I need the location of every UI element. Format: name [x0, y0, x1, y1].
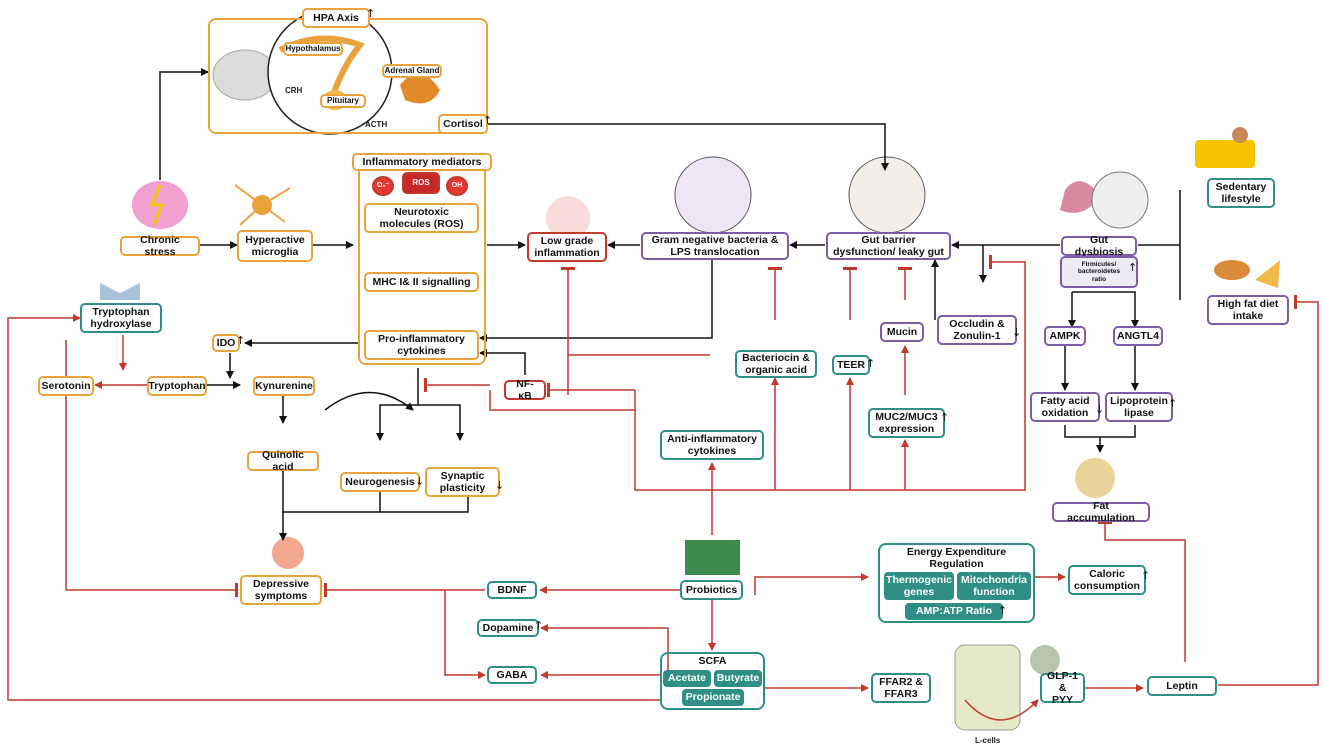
activation-arrows	[159, 68, 1181, 541]
crh-label: CRH	[285, 86, 303, 95]
occludin-zonulin-node: Occludin & Zonulin-1	[937, 315, 1017, 345]
kynurenine-node: Kynurenine	[253, 376, 315, 396]
ido-node: IDO	[212, 334, 240, 352]
teer-up-arrow-icon: ↑	[866, 357, 876, 370]
acetate-node: Acetate	[663, 670, 711, 687]
probiotics-illustration	[685, 540, 740, 575]
propionate-node: Propionate	[682, 689, 744, 706]
pituitary-label: Pituitary	[320, 94, 366, 108]
gaba-node: GABA	[487, 666, 537, 684]
dopamine-node: Dopamine	[477, 619, 539, 637]
microglia-illustration	[234, 184, 291, 226]
fao-down-arrow-icon: ↓	[1095, 403, 1105, 416]
fat-cells-illustration	[1075, 458, 1115, 498]
scfa-panel	[660, 652, 765, 710]
gram-negative-illustration	[674, 156, 752, 234]
caloric-up-arrow-icon: ↑	[1141, 569, 1151, 582]
synaptic-down-arrow-icon: ↓	[495, 479, 505, 492]
hydroxylase-illustration	[100, 283, 140, 300]
oh-radical: OH	[446, 176, 468, 196]
inflammatory-mediators-title: Inflammatory mediators	[352, 153, 492, 171]
pro-inflammatory-cytokines-node: Pro-inflammatory cytokines	[364, 330, 479, 360]
gut-barrier-illustration	[848, 156, 926, 234]
muc-up-arrow-icon: ↑	[940, 411, 950, 424]
stress-brain-illustration	[132, 181, 188, 229]
mhc-signalling-node: MHC I& II signalling	[364, 272, 479, 292]
leptin-node: Leptin	[1147, 676, 1217, 696]
mucin-node: Mucin	[880, 322, 924, 342]
synaptic-plasticity-node: Synaptic plasticity	[425, 467, 500, 497]
dopamine-up-arrow-icon: ↑	[534, 619, 544, 632]
caloric-consumption-node: Caloric consumption	[1068, 565, 1146, 595]
neurogenesis-down-arrow-icon: ↓	[415, 475, 425, 488]
sedentary-lifestyle-node: Sedentary lifestyle	[1207, 178, 1275, 208]
bdnf-node: BDNF	[487, 581, 537, 599]
fat-accumulation-node: Fat accumulation	[1052, 500, 1150, 524]
teer-node: TEER	[832, 355, 870, 375]
bacteriocin-node: Bacteriocin & organic acid	[735, 350, 817, 378]
fatty-acid-oxidation-node: Fatty acid oxidation	[1030, 392, 1100, 422]
cortisol-up-arrow-icon: ↑	[483, 114, 493, 127]
o2-radical: O₂⁻	[372, 176, 394, 196]
probiotics-node: Probiotics	[680, 580, 743, 600]
firmicutes-ratio-badge: Firmicutes/ bacteroidetes ratio	[1060, 256, 1138, 288]
microglia-node: Hyperactive microglia	[237, 230, 313, 262]
high-fat-diet-node: High fat diet intake	[1207, 295, 1289, 325]
depression-head-illustration	[272, 537, 304, 569]
energy-expenditure-panel	[878, 543, 1035, 623]
amp-atp-ratio-node: AMP:ATP Ratio	[905, 603, 1003, 620]
inflammation-illustration	[546, 196, 590, 240]
acth-label: ACTH	[365, 120, 388, 129]
gram-negative-node: Gram negative bacteria & LPS translocati…	[641, 232, 789, 260]
red-arrows	[7, 255, 1319, 721]
cortisol-node: Cortisol	[438, 114, 488, 134]
serotonin-node: Serotonin	[38, 376, 94, 396]
angtl4-node: ANGTL4	[1113, 326, 1163, 346]
ido-up-arrow-icon: ↑	[236, 334, 246, 347]
adrenal-gland-label: Adrenal Gland	[382, 64, 442, 78]
lpl-up-arrow-icon: ↑	[1168, 397, 1178, 410]
low-grade-inflammation-node: Low grade inflammation	[527, 232, 607, 262]
quinolic-acid-node: Quinolic acid	[247, 449, 319, 473]
neurotoxic-molecules-node: Neurotoxic molecules (ROS)	[364, 203, 479, 233]
tryptophan-node: Tryptophan	[147, 376, 207, 396]
hpa-axis-title: HPA Axis	[302, 8, 370, 28]
ros-burst: ROS	[402, 172, 440, 194]
burger-illustration	[1214, 260, 1280, 288]
tryptophan-hydroxylase-node: Tryptophan hydroxylase	[80, 303, 162, 333]
gut-dysbiosis-node: Gut dysbiosis	[1061, 234, 1137, 258]
hypothalamus-label: Hypothalamus	[283, 42, 343, 56]
gut-illustration	[1060, 171, 1149, 229]
neurogenesis-node: Neurogenesis	[340, 472, 420, 492]
nf-kb-node: NF-κB	[504, 378, 546, 402]
chronic-stress-node: Chronic stress	[120, 234, 200, 258]
mitochondria-function-node: Mitochondria function	[957, 572, 1031, 600]
ffar-node: FFAR2 & FFAR3	[871, 673, 931, 703]
muc-expression-node: MUC2/MUC3 expression	[868, 408, 945, 438]
glp-pyy-node: GLP-1 & PYY	[1040, 670, 1085, 706]
ampk-node: AMPK	[1044, 326, 1086, 346]
butyrate-node: Butyrate	[714, 670, 762, 687]
lcell-illustration	[954, 644, 1060, 731]
l-cells-label: L-cells	[975, 736, 1001, 745]
amp-up-arrow-icon: ↑	[998, 604, 1008, 617]
depressive-symptoms-node: Depressive symptoms	[240, 575, 322, 605]
scfa-title: SCFA	[698, 654, 727, 667]
anti-inflammatory-cytokines-node: Anti-inflammatory cytokines	[660, 430, 764, 460]
occludin-down-arrow-icon: ↓	[1012, 326, 1022, 339]
sedentary-illustration	[1195, 127, 1255, 168]
lipoprotein-lipase-node: Lipoprotein lipase	[1105, 392, 1173, 422]
thermogenic-genes-node: Thermogenic genes	[884, 572, 954, 600]
ratio-up-arrow-icon: ↑	[1128, 261, 1138, 274]
hpa-up-arrow-icon: ↑	[366, 7, 376, 20]
energy-expenditure-title: Energy Expenditure Regulation	[882, 545, 1031, 571]
gut-barrier-node: Gut barrier dysfunction/ leaky gut	[826, 232, 951, 260]
